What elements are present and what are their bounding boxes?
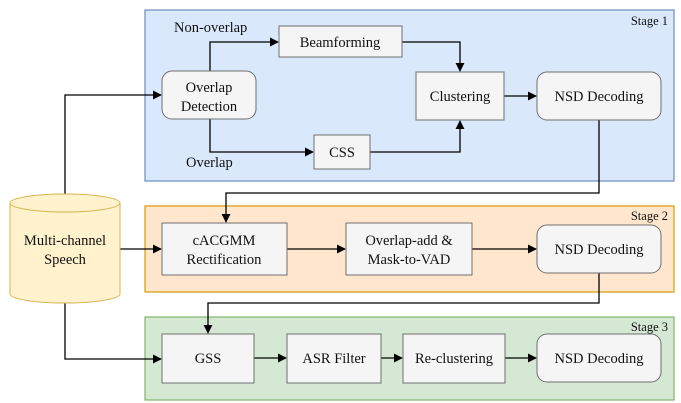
cacgmm-line1: cACGMM <box>193 233 256 249</box>
css-node: CSS <box>313 134 371 170</box>
overlap-add-box <box>345 222 473 276</box>
overlap-detection-line1: Overlap <box>186 80 233 96</box>
edge-beamforming-to-clustering <box>402 41 465 72</box>
nsd-decoding-2-box <box>536 224 662 274</box>
non-overlap-label: Non-overlap <box>174 20 247 36</box>
edge-css-to-clustering <box>370 120 465 153</box>
overlap-label: Overlap <box>186 155 233 171</box>
edge-source-to-gss <box>64 302 162 364</box>
source-label-line1: Multi-channel <box>24 233 106 249</box>
css-label: CSS <box>329 145 355 161</box>
edge-source-to-overlap-detection <box>64 90 162 195</box>
cacgmm-rectification-node: cACGMM Rectification <box>161 222 288 276</box>
gss-box <box>161 333 255 384</box>
beamforming-node: Beamforming <box>278 25 403 58</box>
clustering-box <box>415 71 505 121</box>
source-label-line2: Speech <box>44 252 87 268</box>
overlap-detection-line2: Detection <box>181 99 238 115</box>
nsd-decoding-1-label: NSD Decoding <box>554 89 643 105</box>
asr-filter-box <box>286 333 382 384</box>
clustering-label: Clustering <box>430 89 490 105</box>
stage-1-label: Stage 1 <box>631 14 668 28</box>
database-body <box>10 203 120 303</box>
stage-3-label: Stage 3 <box>631 320 668 334</box>
beamforming-label: Beamforming <box>300 35 381 51</box>
database-top <box>10 194 120 212</box>
overlap-add-node: Overlap-add & Mask-to-VAD <box>345 222 473 276</box>
overlap-add-line2: Mask-to-VAD <box>368 252 451 268</box>
overlap-add-line1: Overlap-add & <box>365 233 453 249</box>
edge-detection-to-css <box>209 119 314 157</box>
reclustering-node: Re-clustering <box>402 333 506 384</box>
database-body-outline <box>9 203 121 304</box>
reclustering-label: Re-clustering <box>415 351 493 367</box>
edge-nsd1-to-cacgmm <box>221 120 600 223</box>
multi-channel-speech-database: Multi-channel Speech <box>9 193 121 304</box>
edge-detection-to-beamforming <box>209 37 279 71</box>
database-top-outline <box>9 193 121 213</box>
gss-label: GSS <box>195 351 222 367</box>
nsd-decoding-1-box <box>536 71 662 121</box>
nsd-decoding-2-node: NSD Decoding <box>536 224 662 274</box>
nsd-decoding-1-node: NSD Decoding <box>536 71 662 121</box>
cacgmm-box <box>161 222 288 276</box>
asr-filter-label: ASR Filter <box>302 351 365 367</box>
css-box <box>313 134 371 170</box>
nsd-decoding-2-label: NSD Decoding <box>554 242 643 258</box>
edge-nsd2-to-gss <box>203 273 600 334</box>
stage-2-label: Stage 2 <box>631 209 668 223</box>
nsd-decoding-3-label: NSD Decoding <box>554 351 643 367</box>
cacgmm-line2: Rectification <box>187 252 263 268</box>
gss-node: GSS <box>161 333 255 384</box>
overlap-detection-node: Overlap Detection <box>161 70 257 120</box>
beamforming-box <box>278 25 403 58</box>
reclustering-box <box>402 333 506 384</box>
asr-filter-node: ASR Filter <box>286 333 382 384</box>
overlap-detection-box <box>161 70 257 120</box>
nsd-decoding-3-node: NSD Decoding <box>536 333 662 383</box>
nsd-decoding-3-box <box>536 333 662 383</box>
clustering-node: Clustering <box>415 71 505 121</box>
